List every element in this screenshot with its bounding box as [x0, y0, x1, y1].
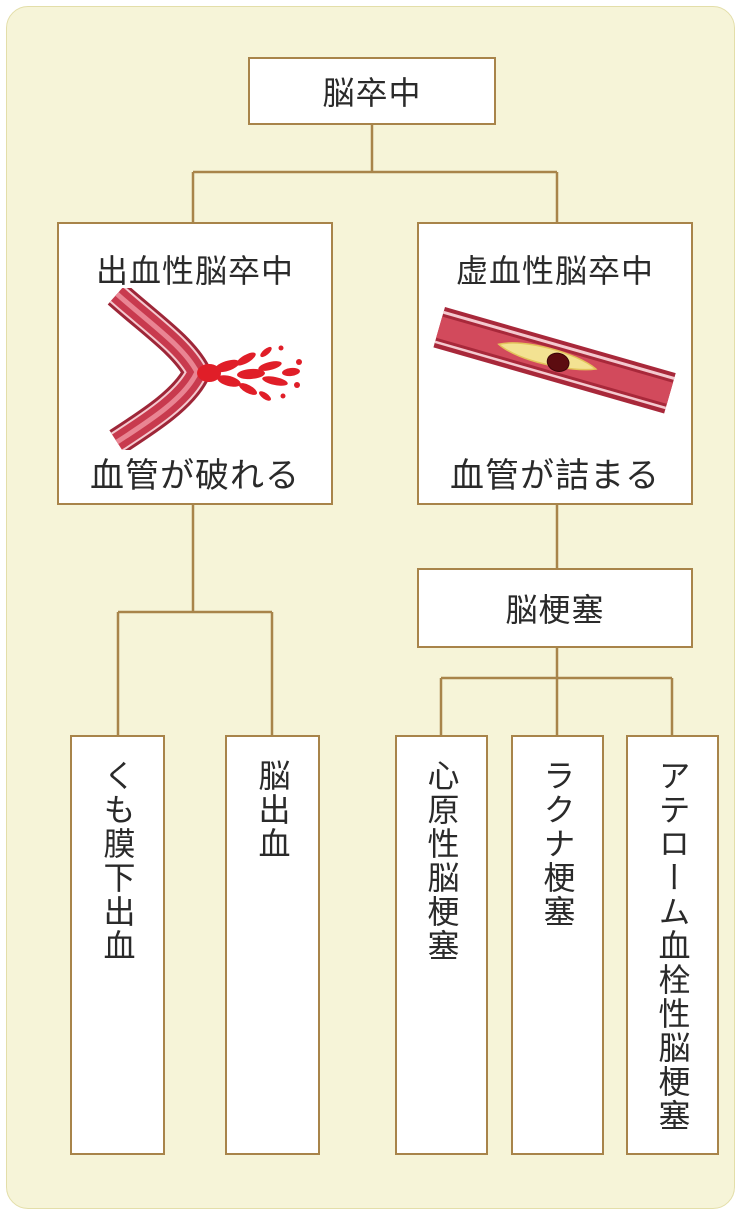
hemorrhagic-caption: 血管が破れる — [90, 456, 300, 496]
vessel-blockage-icon — [433, 307, 676, 414]
ischemic-title: 虚血性脳卒中 — [455, 252, 654, 290]
leaf-cardioembolic-infarction: 心原性脳梗塞 — [395, 735, 488, 1155]
leaf-label: 心原性脳梗塞 — [422, 759, 461, 963]
leaf-label: くも膜下出血 — [98, 759, 137, 963]
leaf-label: アテローム血栓性脳梗塞 — [653, 759, 692, 1133]
leaf-intracerebral-hemorrhage: 脳出血 — [225, 735, 320, 1155]
vessel-rupture-icon — [107, 288, 302, 450]
infarction-label: 脳梗塞 — [505, 591, 605, 629]
node-cerebral-infarction: 脳梗塞 — [417, 568, 693, 648]
root-node-stroke: 脳卒中 — [248, 57, 496, 125]
leaf-lacunar-infarction: ラクナ梗塞 — [511, 735, 604, 1155]
node-ischemic-stroke: 虚血性脳卒中 血管が詰まる — [417, 222, 693, 505]
leaf-subarachnoid-hemorrhage: くも膜下出血 — [70, 735, 165, 1155]
ischemic-caption: 血管が詰まる — [450, 456, 660, 496]
node-hemorrhagic-stroke: 出血性脳卒中 血管が破れる — [57, 222, 333, 505]
leaf-atherothrombotic-infarction: アテローム血栓性脳梗塞 — [626, 735, 719, 1155]
leaf-label: 脳出血 — [253, 759, 292, 861]
root-node-label: 脳卒中 — [322, 74, 422, 112]
hemorrhagic-title: 出血性脳卒中 — [95, 252, 294, 290]
leaf-label: ラクナ梗塞 — [538, 759, 577, 929]
